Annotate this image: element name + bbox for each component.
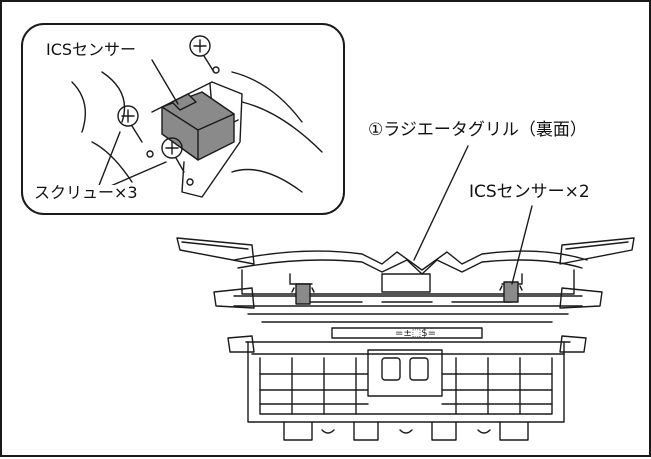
radiator-grille-label: ①ラジエータグリル（裏面） — [368, 120, 587, 140]
grille-leader-line — [413, 145, 469, 261]
screw-left — [117, 105, 143, 143]
screw-middle — [161, 137, 185, 173]
svg-text:=±⬚$=: =±⬚$= — [395, 328, 436, 339]
ics-sensor-right — [499, 281, 523, 303]
ics-sensor-left — [291, 283, 315, 305]
inset-screws-label: スクリュー×3 — [32, 183, 140, 202]
screw-top — [189, 35, 215, 73]
sensor-leader-line — [511, 205, 533, 285]
inset-detail — [21, 23, 345, 215]
ics-sensors-label: ICSセンサー×2 — [469, 182, 590, 202]
inset-sensor-label: ICSセンサー — [44, 40, 139, 59]
radiator-grille: =±⬚$= — [176, 237, 635, 441]
